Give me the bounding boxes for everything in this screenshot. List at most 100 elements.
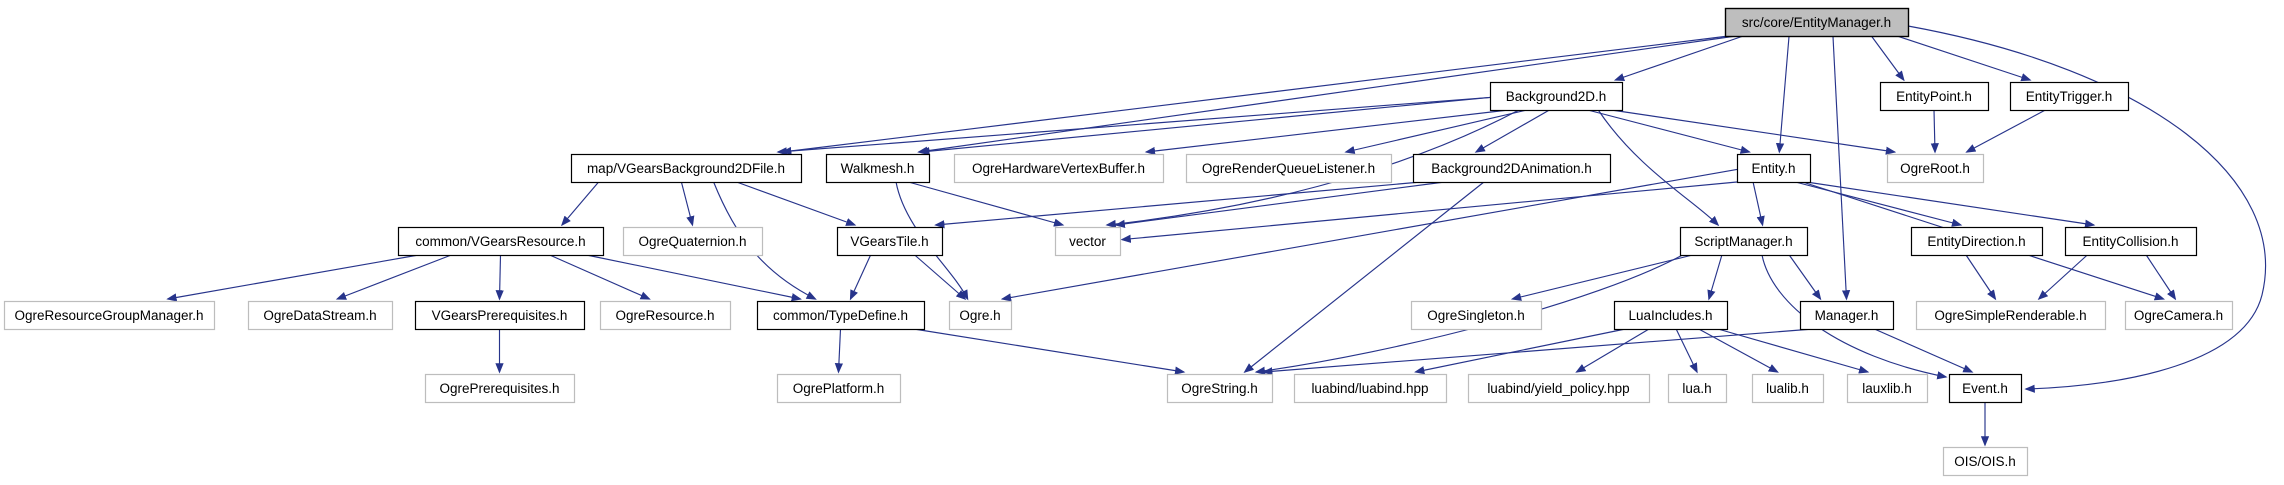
graph-node-smgr[interactable]: ScriptManager.h [1679,226,1809,257]
graph-node-box[interactable] [1736,153,1812,184]
graph-node-box[interactable] [2064,226,2198,257]
include-edge-vtile-typedef [849,254,872,301]
graph-node-lauxlib[interactable]: lauxlib.h [1846,373,1929,404]
graph-node-box[interactable] [2124,300,2234,331]
graph-node-ogre[interactable]: Ogre.h [948,300,1013,331]
graph-node-orql[interactable]: OgreRenderQueueListener.h [1185,153,1393,184]
graph-node-vtile[interactable]: VGearsTile.h [836,226,944,257]
graph-node-label: VGearsPrerequisites.h [432,308,568,323]
include-edge-epoint-ogreroot [1930,109,1939,154]
include-edge-b2danim-ostring [1243,181,1485,373]
graph-node-box[interactable] [756,300,926,331]
graph-node-edir[interactable]: EntityDirection.h [1910,226,2044,257]
graph-node-typedef[interactable]: common/TypeDefine.h [756,300,926,331]
graph-node-box[interactable] [948,300,1013,331]
include-edge-em-etrig [1896,35,2032,82]
graph-node-box[interactable] [1679,226,1809,257]
graph-node-vector[interactable]: vector [1054,226,1122,257]
graph-node-box[interactable] [397,226,605,257]
graph-node-orgm[interactable]: OgreResourceGroupManager.h [3,300,216,331]
graph-node-b2danim[interactable]: Background2DAnimation.h [1412,153,1612,184]
graph-node-box[interactable] [1613,300,1729,331]
graph-node-box[interactable] [1948,373,2023,404]
graph-node-odstream[interactable]: OgreDataStream.h [247,300,394,331]
graph-node-box[interactable] [1879,81,1990,112]
graph-node-box[interactable] [1166,373,1274,404]
graph-node-label: Background2DAnimation.h [1431,161,1592,176]
graph-node-box[interactable] [836,226,944,257]
graph-node-label: OIS/OIS.h [1954,454,2016,469]
graph-node-luainc[interactable]: LuaIncludes.h [1613,300,1729,331]
include-edge-bg2d-smgr [1597,109,1720,227]
include-edge-entity-vector [1120,181,1738,243]
graph-node-yield[interactable]: luabind/yield_policy.hpp [1467,373,1651,404]
include-edge-em-walkmesh [917,35,1737,155]
graph-node-oquat[interactable]: OgreQuaternion.h [622,226,764,257]
include-edge-vres-orgm [166,254,419,302]
graph-node-osingleton[interactable]: OgreSingleton.h [1410,300,1543,331]
graph-node-bg2d[interactable]: Background2D.h [1489,81,1624,112]
graph-node-box[interactable] [1846,373,1929,404]
graph-node-em: src/core/EntityManager.h [1724,7,1910,38]
graph-node-box[interactable] [3,300,216,331]
graph-node-vprereq[interactable]: VGearsPrerequisites.h [414,300,586,331]
graph-node-ostring[interactable]: OgreString.h [1166,373,1274,404]
graph-node-box[interactable] [599,300,732,331]
graph-node-ohvb[interactable]: OgreHardwareVertexBuffer.h [953,153,1165,184]
graph-node-box[interactable] [1942,446,2029,477]
graph-node-box[interactable] [1489,81,1624,112]
graph-node-box[interactable] [1054,226,1122,257]
graph-node-label: luabind/luabind.hpp [1311,381,1428,396]
graph-node-oprereq[interactable]: OgrePrerequisites.h [424,373,576,404]
graph-node-box[interactable] [1799,300,1895,331]
graph-node-box[interactable] [1412,153,1612,184]
graph-node-entity[interactable]: Entity.h [1736,153,1812,184]
graph-node-box[interactable] [1910,226,2044,257]
graph-node-box[interactable] [1886,153,1985,184]
graph-node-ocamera[interactable]: OgreCamera.h [2124,300,2234,331]
graph-node-box[interactable] [622,226,764,257]
graph-node-box[interactable] [1915,300,2107,331]
include-edge-luainc-luabind [1414,328,1626,375]
graph-node-box[interactable] [2009,81,2130,112]
graph-node-box[interactable] [1467,373,1651,404]
graph-node-ecol[interactable]: EntityCollision.h [2064,226,2198,257]
include-edge-bg2d-ohvb [1144,109,1509,156]
graph-node-box[interactable] [953,153,1165,184]
graph-node-ores[interactable]: OgreResource.h [599,300,732,331]
graph-node-box[interactable] [1751,373,1825,404]
graph-node-box[interactable] [1410,300,1543,331]
graph-node-epoint[interactable]: EntityPoint.h [1879,81,1990,112]
graph-node-label: vector [1069,234,1106,249]
include-edge-edir-osimple [1965,254,1997,301]
graph-node-etrig[interactable]: EntityTrigger.h [2009,81,2130,112]
include-edge-bg2d-entity [1587,109,1751,154]
graph-node-box[interactable] [1185,153,1393,184]
include-edge-em-entity [1775,35,1790,154]
graph-node-manager[interactable]: Manager.h [1799,300,1895,331]
graph-node-box[interactable] [424,373,576,404]
graph-node-oplatform[interactable]: OgrePlatform.h [776,373,902,404]
graph-node-box[interactable] [1667,373,1728,404]
graph-node-ogreroot[interactable]: OgreRoot.h [1886,153,1985,184]
include-edge-luainc-lauxlib [1717,328,1870,374]
graph-node-box[interactable] [776,373,902,404]
graph-node-label: OgrePlatform.h [793,381,885,396]
graph-node-lua[interactable]: lua.h [1667,373,1728,404]
graph-node-lualib[interactable]: lualib.h [1751,373,1825,404]
graph-node-mapfile[interactable]: map/VGearsBackground2DFile.h [570,153,803,184]
graph-node-box[interactable] [825,153,931,184]
include-edge-b2danim-vtile [934,181,1421,229]
graph-node-event[interactable]: Event.h [1948,373,2023,404]
graph-node-box[interactable] [414,300,586,331]
graph-node-box[interactable] [570,153,803,184]
graph-node-label: EntityTrigger.h [2026,89,2113,104]
include-edge-walkmesh-vector [908,181,1065,227]
graph-node-vres[interactable]: common/VGearsResource.h [397,226,605,257]
graph-node-osimple[interactable]: OgreSimpleRenderable.h [1915,300,2107,331]
graph-node-box[interactable] [1293,373,1448,404]
graph-node-ois[interactable]: OIS/OIS.h [1942,446,2029,477]
graph-node-luabind[interactable]: luabind/luabind.hpp [1293,373,1448,404]
graph-node-walkmesh[interactable]: Walkmesh.h [825,153,931,184]
graph-node-box[interactable] [247,300,394,331]
